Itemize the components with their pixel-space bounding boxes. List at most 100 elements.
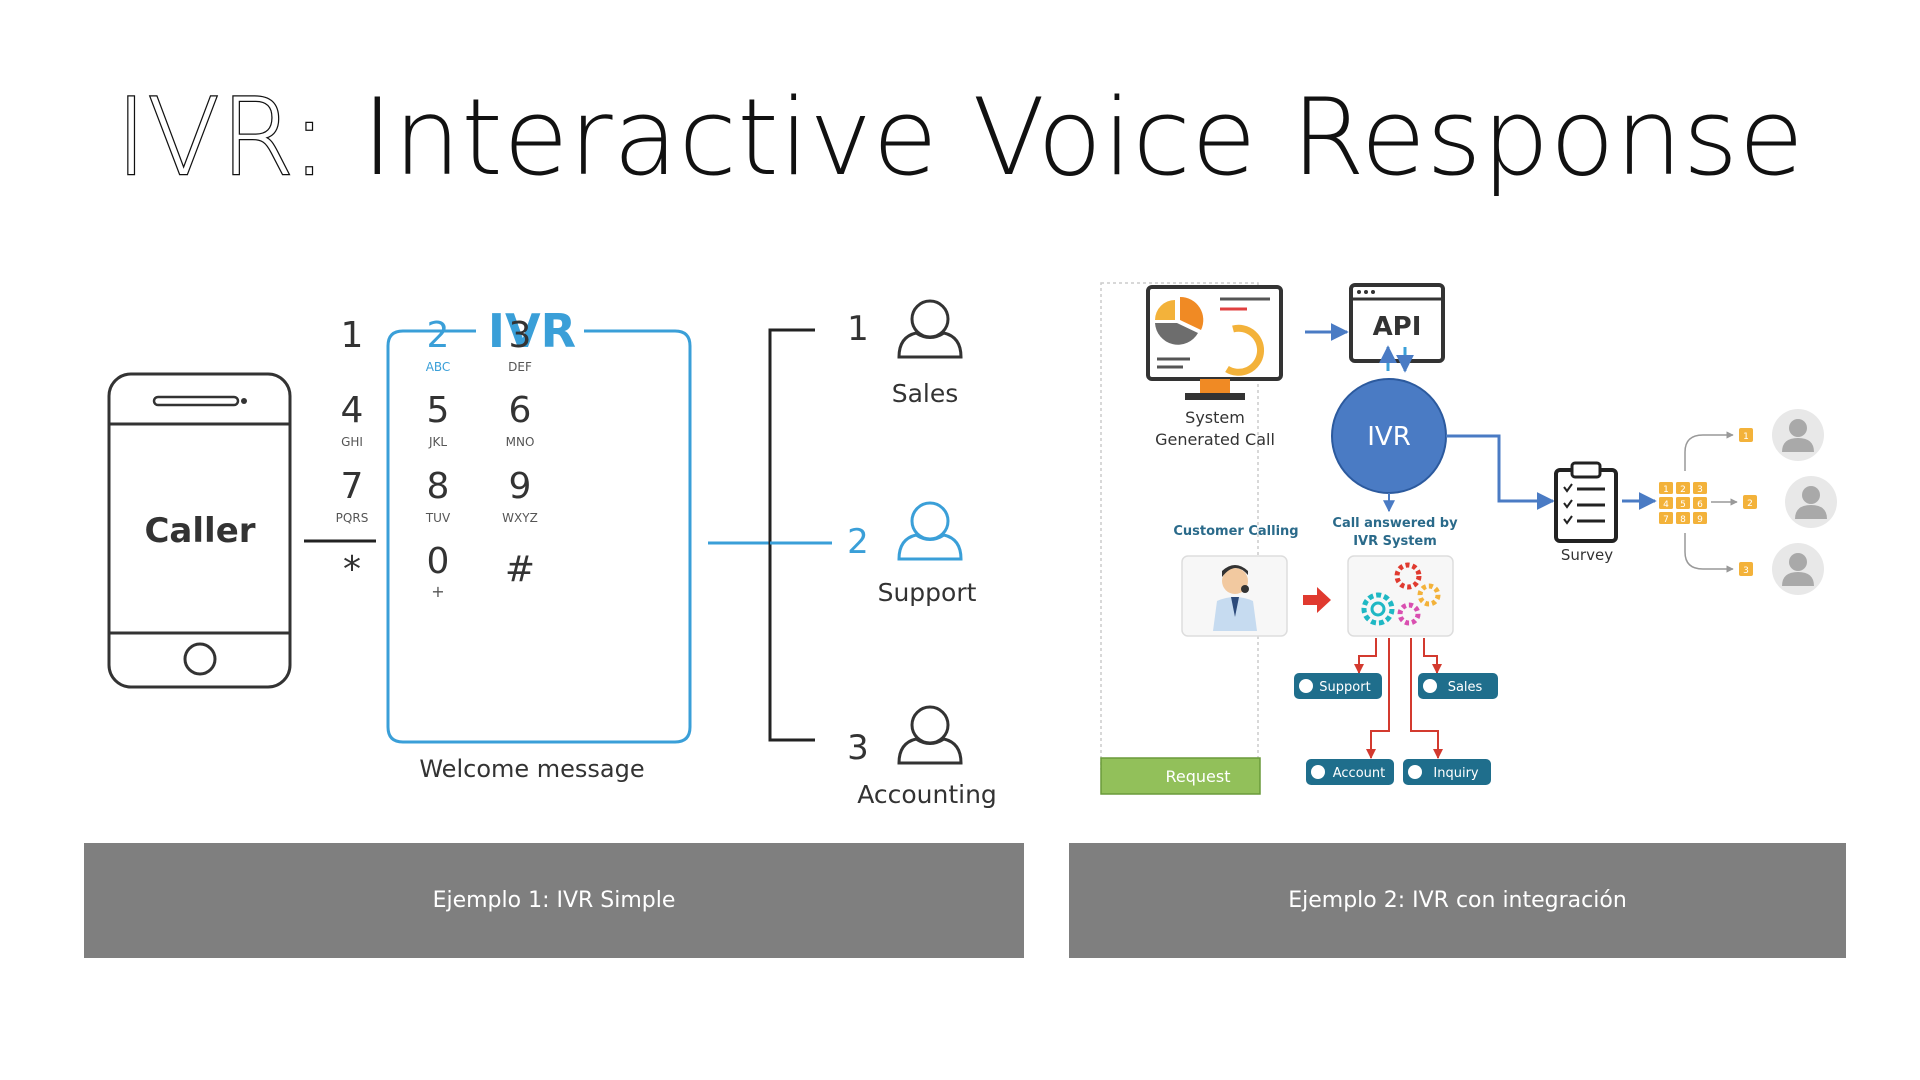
customer-person-icon xyxy=(1213,565,1257,631)
menu-key-5 xyxy=(1676,497,1690,509)
keypad-letters-4: GHI xyxy=(341,435,363,449)
menu-key-8 xyxy=(1676,512,1690,524)
answered-line2: IVR System xyxy=(1353,534,1437,549)
ivr-circle-label: IVR xyxy=(1367,422,1411,452)
menu-key-label-4: 4 xyxy=(1663,500,1669,510)
output-badge-2 xyxy=(1743,495,1757,509)
keypad-digit-9: 9 xyxy=(509,466,532,507)
keypad-letters-8: TUV xyxy=(425,511,451,525)
agent-avatar-icon xyxy=(1772,543,1824,595)
integrated-ivr-diagram: System Generated Call API IVR Call answe… xyxy=(1100,282,1837,795)
option-3-number: 3 xyxy=(847,728,869,768)
ivr-keypad-box xyxy=(386,329,692,744)
example-1-caption: Ejemplo 1: IVR Simple xyxy=(84,843,1024,958)
keypad-letters-6: MNO xyxy=(506,435,535,449)
department-label-account: Account xyxy=(1333,766,1386,781)
gears-icon xyxy=(1361,562,1441,626)
menu-key-3 xyxy=(1693,482,1707,494)
output-badge-label-2: 2 xyxy=(1747,499,1753,509)
customer-calling-label: Customer Calling xyxy=(1173,524,1298,539)
option-1-label: Sales xyxy=(892,379,959,408)
menu-key-label-5: 5 xyxy=(1680,500,1686,510)
keypad-digit-12: # xyxy=(505,549,535,590)
menu-key-1 xyxy=(1659,482,1673,494)
department-badge-sales: Sales xyxy=(1418,673,1498,699)
department-badge-account: Account xyxy=(1306,759,1394,785)
menu-key-6 xyxy=(1693,497,1707,509)
output-badge-3 xyxy=(1739,562,1753,576)
department-arrows xyxy=(1354,638,1443,759)
keypad-digit-4: 4 xyxy=(341,390,364,431)
api-label: API xyxy=(1373,312,1422,342)
menu-key-7 xyxy=(1659,512,1673,524)
system-call-line1: System xyxy=(1185,408,1245,427)
menu-key-label-1: 1 xyxy=(1663,485,1669,495)
gears-card xyxy=(1347,555,1454,637)
menu-key-4 xyxy=(1659,497,1673,509)
agent-avatar-icon xyxy=(1785,476,1837,528)
keypad-digit-1: 1 xyxy=(341,315,364,356)
keypad-letters-3: DEF xyxy=(508,360,532,374)
survey-outputs: 1 2 3 xyxy=(1739,409,1837,595)
keypad-letters-9: WXYZ xyxy=(502,511,538,525)
accounting-person-icon xyxy=(897,705,963,765)
keypad-letters-11: + xyxy=(431,582,444,601)
customer-to-gears-arrow xyxy=(1303,587,1331,613)
survey-label: Survey xyxy=(1561,546,1613,564)
option-3-label: Accounting xyxy=(857,780,997,809)
option-1-number: 1 xyxy=(847,309,869,349)
menu-key-9 xyxy=(1693,512,1707,524)
department-label-inquiry: Inquiry xyxy=(1433,766,1479,781)
survey-clipboard-icon xyxy=(1554,461,1618,543)
keypad-digit-5: 5 xyxy=(427,390,450,431)
output-badge-label-1: 1 xyxy=(1743,432,1749,442)
request-label: Request xyxy=(1166,767,1231,786)
menu-key-label-2: 2 xyxy=(1680,485,1686,495)
keypad-letters-5: JKL xyxy=(428,435,447,449)
ivr-to-survey-arrow xyxy=(1446,434,1555,510)
phone-icon xyxy=(107,372,292,689)
menu-key-label-6: 6 xyxy=(1697,500,1703,510)
output-badge-1 xyxy=(1739,428,1753,442)
keypad-letters-2: ABC xyxy=(426,360,451,374)
example-2-caption: Ejemplo 2: IVR con integración xyxy=(1069,843,1846,958)
request-bar xyxy=(1100,757,1261,795)
menu-key-2 xyxy=(1676,482,1690,494)
monitor-icon xyxy=(1146,285,1283,400)
options-bracket xyxy=(768,328,815,742)
menu-key-label-8: 8 xyxy=(1680,515,1686,525)
keypad-digit-3: 3 xyxy=(509,315,532,356)
department-label-sales: Sales xyxy=(1448,680,1483,695)
option-2-number: 2 xyxy=(847,522,869,562)
keypad-letters-7: PQRS xyxy=(336,511,369,525)
title-rest: Interactive Voice Response xyxy=(327,76,1805,199)
option-2-label: Support xyxy=(878,578,977,607)
keypad-digit-2: 2 xyxy=(427,315,450,356)
support-person-icon xyxy=(897,501,963,561)
answered-line1: Call answered by xyxy=(1332,516,1458,531)
keypad-digit-10: * xyxy=(343,549,361,590)
menu-key-label-9: 9 xyxy=(1697,515,1703,525)
slide-title: IVR: Interactive Voice Response xyxy=(0,76,1920,199)
customer-calling-card xyxy=(1181,555,1288,637)
keypad-digit-8: 8 xyxy=(427,466,450,507)
title-prefix: IVR: xyxy=(114,76,328,199)
agent-avatar-icon xyxy=(1772,409,1824,461)
menu-grid: 1 2 3 4 5 6 7 8 9 xyxy=(1659,482,1707,525)
caller-label: Caller xyxy=(144,511,255,551)
sales-person-icon xyxy=(897,299,963,359)
department-badge-support: Support xyxy=(1294,673,1382,699)
keypad-digit-6: 6 xyxy=(509,390,532,431)
department-label-support: Support xyxy=(1319,680,1370,695)
menu-key-label-7: 7 xyxy=(1663,515,1669,525)
system-call-line2: Generated Call xyxy=(1155,430,1275,449)
survey-output-arrows xyxy=(1684,431,1738,573)
department-badge-inquiry: Inquiry xyxy=(1403,759,1491,785)
welcome-message-label: Welcome message xyxy=(419,755,644,783)
keypad-digit-7: 7 xyxy=(341,466,364,507)
keypad-digit-11: 0 xyxy=(427,541,450,582)
menu-key-label-3: 3 xyxy=(1697,485,1703,495)
output-badge-label-3: 3 xyxy=(1743,566,1749,576)
